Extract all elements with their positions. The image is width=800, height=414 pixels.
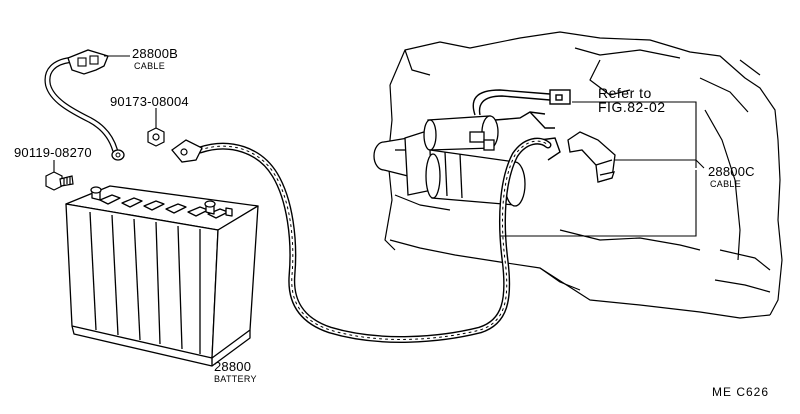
cable-c-part-number: 28800C xyxy=(708,164,755,179)
engine-block xyxy=(384,31,783,319)
leader-lines xyxy=(53,55,705,364)
cable-b-part-number: 28800B xyxy=(132,46,179,61)
bolt-part-number: 90119-08270 xyxy=(14,145,92,160)
starter-motor xyxy=(373,115,526,207)
figure-reference: FIG.82-02 xyxy=(598,99,666,115)
leader-refer xyxy=(572,101,697,168)
battery xyxy=(65,185,259,367)
main-battery-cable xyxy=(171,137,552,343)
battery-label: BATTERY xyxy=(214,374,257,384)
cable-c-label: CABLE xyxy=(710,179,742,189)
bolt xyxy=(45,171,74,191)
leader-cable-c-boot xyxy=(614,159,705,169)
leader-cable-c-main xyxy=(500,170,697,237)
battery-part-number: 28800 xyxy=(214,359,252,374)
refer-to-text: Refer to xyxy=(598,85,652,101)
cable-b-label: CABLE xyxy=(134,61,166,71)
negative-cable xyxy=(44,49,125,161)
starter-harness-wire xyxy=(472,89,571,161)
nut-part-number: 90173-08004 xyxy=(110,94,189,109)
nut xyxy=(147,127,165,147)
diagram-code: ME C626 xyxy=(712,385,770,399)
terminal-boot xyxy=(567,131,616,183)
